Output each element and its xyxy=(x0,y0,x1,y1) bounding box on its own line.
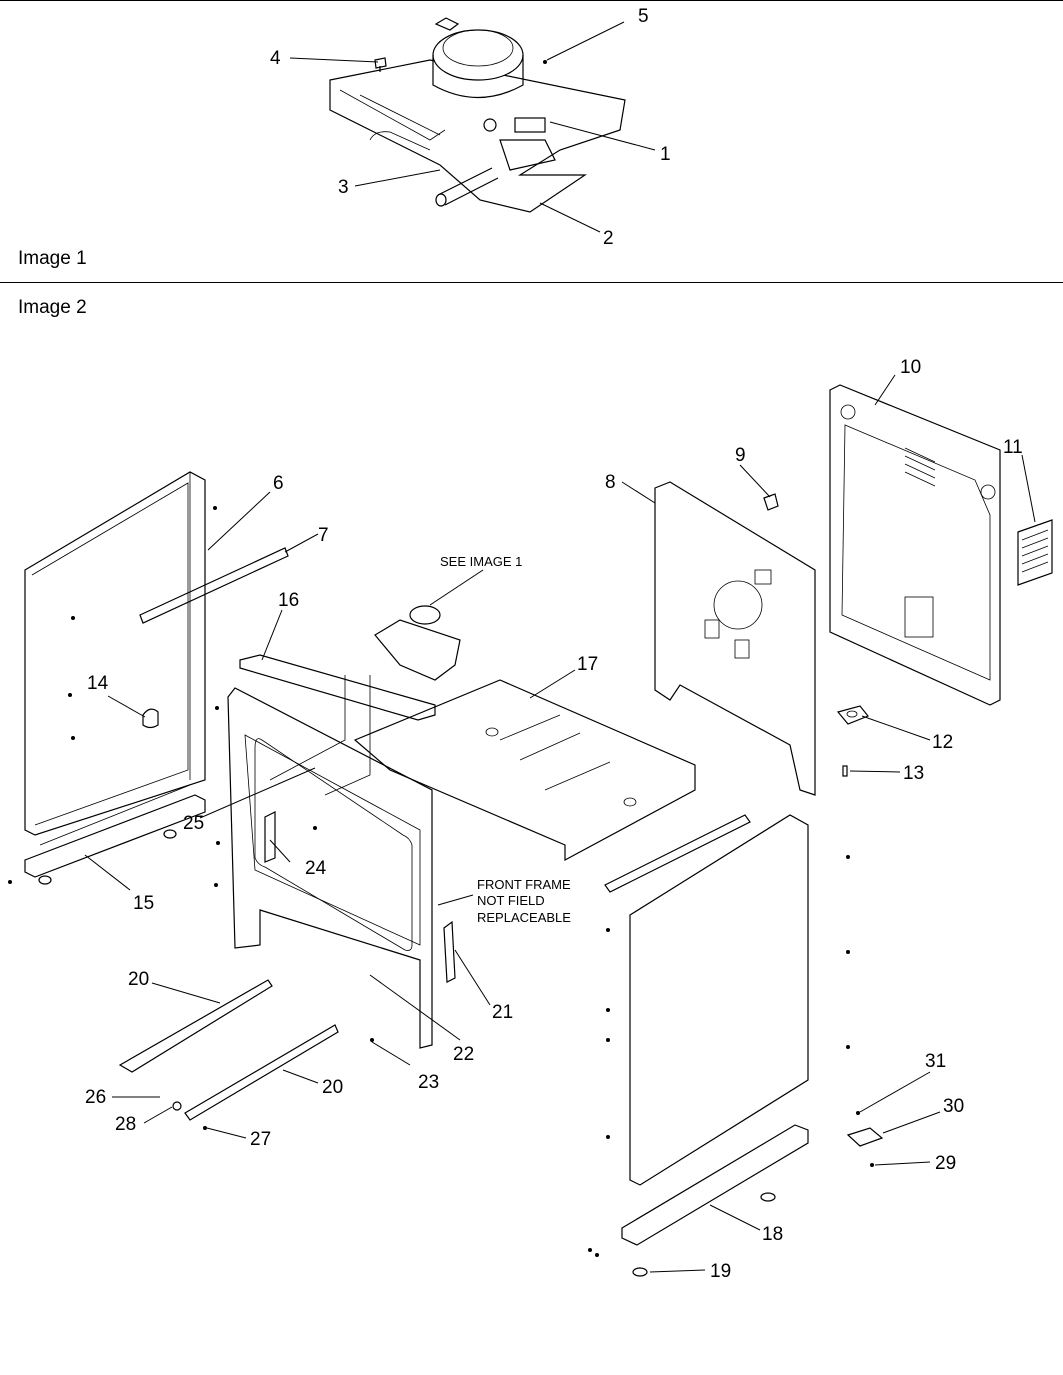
callout-15: 15 xyxy=(133,893,154,914)
part-8-rear-panel xyxy=(654,481,816,796)
top-border-line xyxy=(0,0,1063,1)
callout-11: 11 xyxy=(1003,437,1023,458)
callout-16: 16 xyxy=(278,590,299,611)
callout-9: 9 xyxy=(735,445,746,466)
callout-22: 22 xyxy=(453,1044,474,1065)
part-14-bumper xyxy=(142,708,159,729)
image1-valve-assembly xyxy=(329,17,626,213)
callout-30: 30 xyxy=(943,1096,964,1117)
callout-24: 24 xyxy=(305,858,327,879)
callout-5: 5 xyxy=(638,6,649,27)
front-frame-note-line1: FRONT FRAME xyxy=(477,877,571,892)
mini-valve-assembly xyxy=(269,605,461,796)
part-10-back-cover xyxy=(829,384,1001,706)
part-17-oven-bottom xyxy=(353,679,696,862)
callout-18: 18 xyxy=(762,1224,783,1245)
image2-title: Image 2 xyxy=(18,297,87,318)
section-divider-line xyxy=(0,282,1063,283)
callout-28: 28 xyxy=(115,1114,136,1135)
callout-7: 7 xyxy=(318,525,329,546)
callout-26: 26 xyxy=(85,1087,106,1108)
callout-25: 25 xyxy=(183,813,204,834)
callout-4: 4 xyxy=(270,48,281,69)
image1-title: Image 1 xyxy=(18,248,87,269)
callout-6: 6 xyxy=(273,473,284,494)
part-11-vent xyxy=(1017,519,1053,586)
part-15-base-rail xyxy=(24,794,206,878)
callout-31: 31 xyxy=(925,1051,946,1072)
callout-14: 14 xyxy=(87,673,109,694)
callout-19: 19 xyxy=(710,1261,731,1282)
front-frame-note-line2: NOT FIELD xyxy=(477,893,545,908)
part-19-leveling-leg xyxy=(632,1267,648,1277)
callout-27: 27 xyxy=(250,1129,271,1150)
callout-labels: 1 2 3 4 5 6 7 8 9 10 11 12 13 14 15 16 1… xyxy=(85,6,1023,1282)
part-20-rail-upper xyxy=(118,979,273,1073)
leader-lines xyxy=(84,21,1036,1273)
callout-10: 10 xyxy=(900,357,921,378)
callout-20-upper: 20 xyxy=(128,969,149,990)
callout-3: 3 xyxy=(338,177,349,198)
part-16-top-rail xyxy=(239,654,436,721)
part-9-clip xyxy=(763,493,779,511)
part-30-bracket xyxy=(846,1127,884,1147)
callout-29: 29 xyxy=(935,1153,956,1174)
part-12-grommet xyxy=(836,705,869,725)
callout-8: 8 xyxy=(605,472,616,493)
front-frame xyxy=(227,687,456,1049)
callout-12: 12 xyxy=(932,732,953,753)
callout-1: 1 xyxy=(660,144,671,165)
part-18-base-rail xyxy=(621,1124,809,1246)
see-image-note: SEE IMAGE 1 xyxy=(440,554,522,569)
diagram-notes: SEE IMAGE 1 FRONT FRAME NOT FIELD REPLAC… xyxy=(440,554,571,925)
callout-23: 23 xyxy=(418,1072,439,1093)
front-frame-note-line3: REPLACEABLE xyxy=(477,910,571,925)
part-20-rail-lower xyxy=(184,1024,339,1121)
part-13-pin xyxy=(842,765,848,777)
callout-17: 17 xyxy=(577,654,598,675)
callout-13: 13 xyxy=(903,763,924,784)
callout-20-lower: 20 xyxy=(322,1077,343,1098)
screw-dots xyxy=(8,506,874,1257)
part-7-rail xyxy=(139,547,289,624)
right-side-panel xyxy=(604,814,809,1186)
callout-2: 2 xyxy=(603,228,614,249)
part-6-side-panel-left xyxy=(24,471,206,836)
callout-21: 21 xyxy=(492,1002,513,1023)
